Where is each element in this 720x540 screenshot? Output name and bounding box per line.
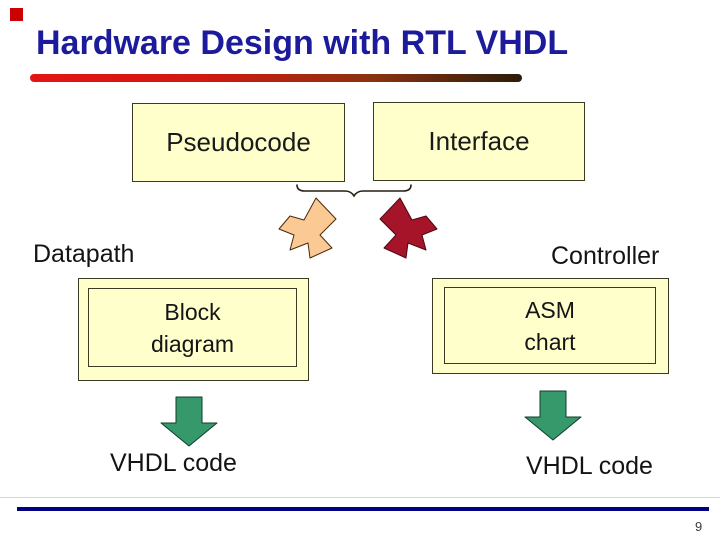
- asm-chart-outer-box: ASM chart: [432, 278, 669, 374]
- block-diagram-box: Block diagram: [88, 288, 297, 367]
- interface-box: Interface: [373, 102, 585, 181]
- asm-chart-line1: ASM: [525, 296, 575, 323]
- footer-thin-rule: [0, 497, 720, 498]
- block-diagram-outer-box: Block diagram: [78, 278, 309, 381]
- interface-label: Interface: [428, 126, 530, 156]
- footer-navy-rule: [17, 507, 709, 511]
- arrow-down-left-shape: [278, 197, 337, 259]
- asm-chart-box: ASM chart: [444, 287, 656, 364]
- page-number: 9: [695, 519, 703, 534]
- pseudocode-label: Pseudocode: [166, 127, 311, 157]
- slide-title: Hardware Design with RTL VHDL: [36, 24, 569, 62]
- block-diagram-line1: Block: [164, 298, 221, 325]
- arrow-down-right-shape: [379, 197, 438, 259]
- asm-chart-line2: chart: [524, 328, 576, 355]
- brace-path: [296, 184, 412, 198]
- vhdl-code-left-label: VHDL code: [110, 449, 237, 477]
- datapath-label: Datapath: [33, 240, 135, 268]
- arrow-down-icon: [524, 390, 582, 441]
- corner-square-decoration: [10, 8, 23, 21]
- arrow-down-left-icon: [278, 197, 337, 259]
- title-gradient-rule: [30, 74, 522, 82]
- controller-label: Controller: [551, 242, 660, 270]
- pseudocode-box: Pseudocode: [132, 103, 345, 182]
- vhdl-code-right-label: VHDL code: [526, 452, 653, 480]
- green-arrow-right-shape: [524, 390, 582, 441]
- green-arrow-left-shape: [160, 396, 218, 447]
- arrow-down-right-icon: [379, 197, 438, 259]
- arrow-down-icon: [160, 396, 218, 447]
- block-diagram-line2: diagram: [150, 330, 235, 357]
- brace-icon: [296, 184, 412, 198]
